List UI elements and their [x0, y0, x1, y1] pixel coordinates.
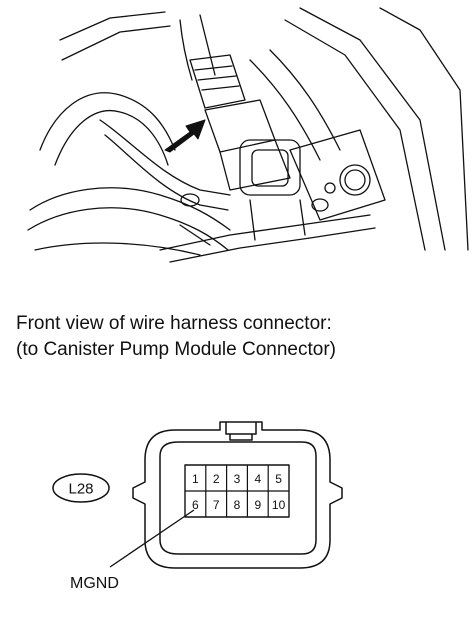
pin-9: 9	[254, 498, 261, 512]
connector-id: L28	[68, 481, 93, 498]
pin-3: 3	[234, 472, 241, 486]
pin-10: 10	[272, 498, 286, 512]
pin-6: 6	[192, 498, 199, 512]
connector-id-oval	[52, 473, 110, 503]
pin-1: 1	[192, 472, 199, 486]
connector-housing-outline	[132, 421, 343, 569]
pin-5: 5	[275, 472, 282, 486]
pin-2: 2	[213, 472, 220, 486]
callout-label: MGND	[70, 575, 119, 592]
caption-line-2: (to Canister Pump Module Connector)	[16, 339, 336, 360]
pointer-arrow-icon	[164, 119, 206, 153]
pin-7: 7	[213, 498, 220, 512]
callout-line	[109, 509, 195, 568]
pin-8: 8	[234, 498, 241, 512]
engine-bay-illustration	[27, 7, 469, 263]
connector-front-view: 1 2 3 4 5 6 7 8 9 10 L28 MGND	[52, 421, 343, 592]
pin-4: 4	[254, 472, 261, 486]
caption-line-1: Front view of wire harness connector:	[16, 313, 332, 334]
